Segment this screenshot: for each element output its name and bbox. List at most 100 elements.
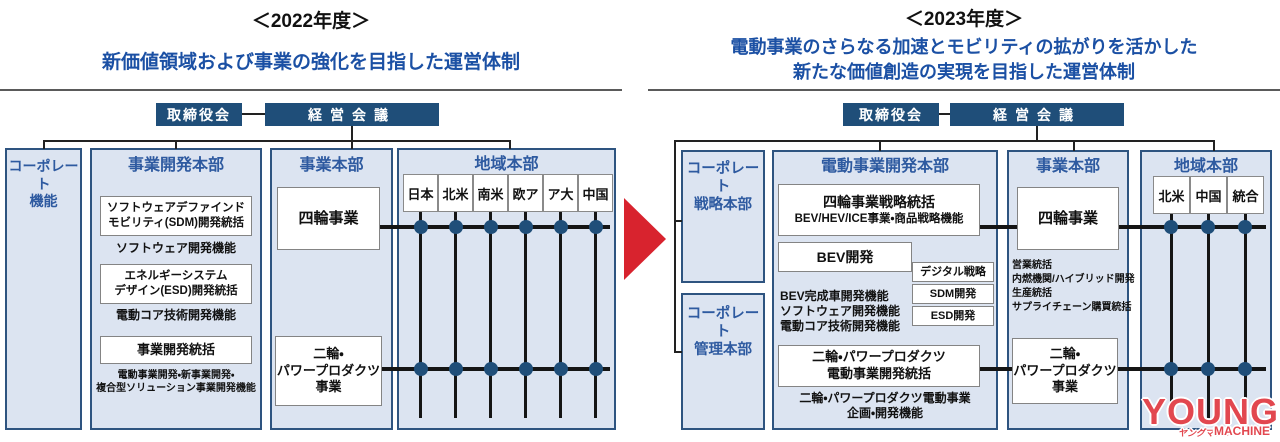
caption-sales-control: 営業統括 (1012, 260, 1052, 271)
region-cell-europe-africa: 欧ア (508, 174, 543, 212)
column-title-regional-hq-2023: 地域本部 (1173, 158, 1238, 175)
divider-2023 (648, 89, 1280, 91)
box-bev-development: BEV開発 (778, 242, 912, 272)
matrix-dot (1238, 220, 1252, 234)
stub-corp-strategy (674, 220, 682, 222)
matrix-dot (484, 220, 498, 234)
corporate-bracket-line (674, 140, 676, 353)
box-four-wheel-2022: 四輪事業 (277, 187, 380, 250)
drop-bizhq-2022 (351, 140, 353, 149)
subtitle-2023-line1: 電動事業のさらなる加速とモビリティの拡がりを活かした (730, 37, 1198, 57)
region-cell-china-2022: 中国 (578, 174, 613, 212)
caption-supply-chain: サプライチェーン購買統括 (1012, 302, 1132, 313)
caption-software-dev: ソフトウェア開発機能 (115, 241, 236, 255)
box-motorcycle-power-2023: 二輪・ パワープロダクツ 事業 (1012, 338, 1118, 404)
matrix-dot (484, 362, 498, 376)
matrix-dot (449, 362, 463, 376)
box-sdm-development: ソフトウェアデファインド モビリティ(SDM)開発統括 (100, 196, 252, 236)
region-line-south-america (489, 212, 492, 418)
exec-drop-line-2023 (1036, 126, 1038, 140)
box-four-wheel-strategy: 四輪事業戦略統括 BEV/HEV/ICE事業・商品戦略機能 (778, 184, 980, 236)
matrix-dot (519, 220, 533, 234)
young-machine-watermark-sub: MACHINE (1214, 424, 1270, 438)
link-ev-dev-to-motorcycle (980, 367, 1012, 371)
matrix-dot (1164, 220, 1178, 234)
drop-regionhq-2023 (1213, 140, 1215, 151)
matrix-dot (589, 220, 603, 234)
drop-corporate-2022 (43, 140, 45, 149)
region-cell-south-america: 南米 (473, 174, 508, 212)
matrix-dot (1164, 362, 1178, 376)
box-esd-development: エネルギーシステム デザイン(ESD)開発統括 (100, 264, 252, 304)
matrix-dot (1201, 220, 1215, 234)
region-cell-china-2023: 中国 (1190, 176, 1227, 214)
subtitle-2023-line2: 新たな価値創造の実現を目指した運営体制 (793, 62, 1135, 82)
title-corporate-admin-hq: コーポレート 管理本部 (686, 306, 760, 359)
region-line-integrated (1244, 214, 1247, 420)
board-of-directors-box-2022: 取締役会 (156, 103, 242, 126)
title-corporate-strategy-hq: コーポレート 戦略本部 (686, 161, 760, 214)
box-digital-strategy: デジタル戦略 (912, 262, 994, 282)
column-connector-line-2023 (674, 140, 1215, 142)
executive-council-box-2022: 経営会議 (265, 103, 439, 126)
region-cell-japan: 日本 (403, 174, 438, 212)
matrix-dot (414, 220, 428, 234)
matrix-dot (554, 362, 568, 376)
region-line-north-america-2022 (454, 212, 457, 418)
link-strategy-to-four-wheel (980, 225, 1017, 229)
stub-corp-admin (674, 351, 682, 353)
box-esd-dev-2023: ESD開発 (912, 306, 994, 326)
column-title-business-dev-hq: 事業開発本部 (127, 157, 224, 174)
box-motorcycle-ev-dev: 二輪・パワープロダクツ 電動事業開発統括 (778, 345, 980, 387)
region-line-japan (419, 212, 422, 418)
board-exec-connector-2022 (242, 113, 265, 115)
matrix-dot (554, 220, 568, 234)
region-line-china-2022 (594, 212, 597, 418)
region-cell-north-america-2023: 北米 (1153, 176, 1190, 214)
executive-council-box-2023: 経営会議 (950, 103, 1124, 126)
business-line-motorcycle-2023 (1118, 367, 1266, 371)
caption-electric-core-tech: 電動コア技術開発機能 (115, 308, 236, 322)
region-cell-north-america-2022: 北米 (438, 174, 473, 212)
matrix-dot (519, 362, 533, 376)
caption-software-dev-2023: ソフトウェア開発機能 (780, 304, 901, 318)
region-line-asia-oceania (559, 212, 562, 418)
matrix-dot (1201, 362, 1215, 376)
box-sdm-dev-2023: SDM開発 (912, 284, 994, 304)
year-label-2023: ＜2023年度＞ (904, 9, 1024, 30)
caption-electric-core-tech-2023: 電動コア技術開発機能 (780, 319, 901, 333)
region-line-europe-africa (524, 212, 527, 418)
caption-electric-new-business: 電動事業開発・新事業開発・ 複合型ソリューション事業開発機能 (96, 370, 256, 394)
box-corporate-admin-hq: コーポレート 管理本部 (681, 293, 765, 430)
box-four-wheel-2023: 四輪事業 (1017, 187, 1119, 250)
caption-ice-hybrid-dev: 内燃機関/ハイブリッド開発 (1012, 274, 1135, 285)
region-line-north-america-2023 (1170, 214, 1173, 420)
business-line-four-wheel-2023 (1119, 225, 1266, 229)
region-cell-integrated: 統合 (1227, 176, 1264, 214)
column-title-corporate-functions: コーポレート 機能 (8, 158, 79, 209)
year-label-2022: ＜2022年度＞ (251, 11, 371, 32)
young-machine-watermark: YOUNG (1142, 391, 1280, 432)
red-transition-arrow (624, 198, 666, 280)
caption-bev-complete-vehicle: BEV完成車開発機能 (780, 289, 889, 303)
matrix-dot (1238, 362, 1252, 376)
caption-production-control: 生産統括 (1012, 288, 1052, 299)
column-connector-line-2022 (43, 140, 511, 142)
column-title-business-hq-2023: 事業本部 (1035, 158, 1100, 175)
matrix-dot (589, 362, 603, 376)
box-corporate-strategy-hq: コーポレート 戦略本部 (681, 150, 765, 283)
column-title-business-hq-2022: 事業本部 (299, 157, 364, 174)
region-line-china-2023 (1207, 214, 1210, 420)
caption-motorcycle-ev-line2: 企画・開発機能 (846, 406, 924, 420)
box-motorcycle-power-2022: 二輪・ パワープロダクツ 事業 (275, 336, 382, 406)
exec-drop-line-2022 (351, 126, 353, 140)
matrix-dot (414, 362, 428, 376)
column-corporate-functions: コーポレート 機能 (5, 148, 82, 430)
drop-devhq-2022 (175, 140, 177, 149)
divider-2022 (0, 89, 622, 91)
matrix-dot (449, 220, 463, 234)
box-business-dev-control: 事業開発統括 (100, 336, 252, 364)
young-machine-watermark-script: ヤングマシン (1178, 428, 1233, 438)
board-of-directors-box-2023: 取締役会 (843, 103, 939, 126)
